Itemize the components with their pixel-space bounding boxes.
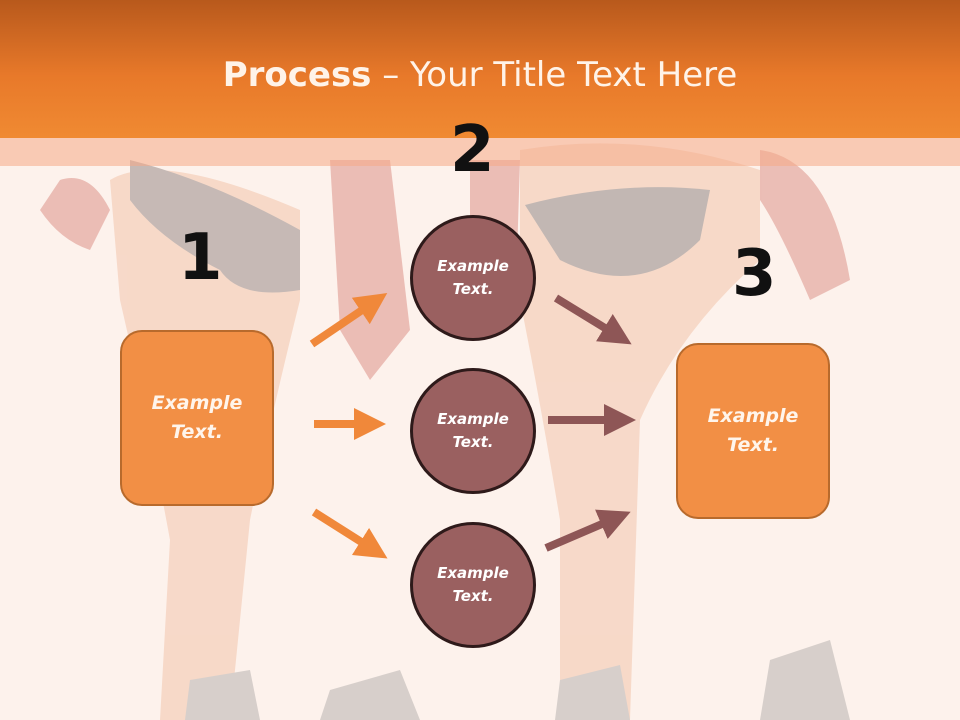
arrow-left-to-bottom [311, 508, 388, 559]
step-number-3: 3 [732, 237, 777, 311]
step3-box-text: Example Text. [707, 405, 799, 456]
circle-text: Example Text. [437, 257, 509, 298]
arrow-top-to-right [553, 294, 632, 345]
arrow-left-to-top [309, 293, 388, 348]
step2-circle-top[interactable]: Example Text. [410, 215, 536, 341]
step3-box[interactable]: Example Text. [676, 343, 830, 519]
step2-circle-middle[interactable]: Example Text. [410, 368, 536, 494]
step-number-2: 2 [450, 113, 495, 187]
circle-text: Example Text. [437, 564, 509, 605]
title-rest: – Your Title Text Here [371, 55, 738, 95]
header-accent-band [0, 138, 960, 166]
circle-text: Example Text. [437, 410, 509, 451]
step-number-1: 1 [178, 221, 223, 295]
step1-box[interactable]: Example Text. [120, 330, 274, 506]
title-bold: Process [222, 55, 372, 95]
slide-title: Process – Your Title Text Here [0, 54, 960, 96]
step1-box-text: Example Text. [151, 392, 243, 443]
title-header-bar [0, 0, 960, 138]
arrow-bottom-to-right [544, 509, 631, 552]
step2-circle-bottom[interactable]: Example Text. [410, 522, 536, 648]
